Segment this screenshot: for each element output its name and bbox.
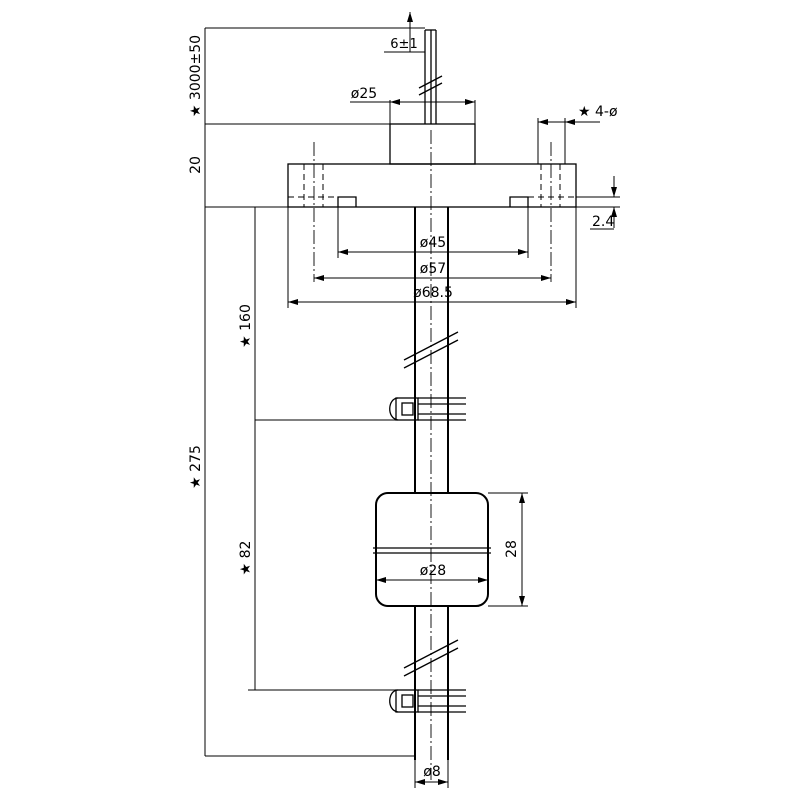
lead-wires — [418, 29, 443, 124]
dim-d685-label: ø68.5 — [413, 285, 453, 301]
dim-lead-length-label: ★ 3000±50 — [188, 35, 204, 117]
dim-lead-length: ★ 3000±50 — [188, 27, 425, 125]
dim-d82: ★ 82 — [238, 420, 396, 691]
dim-flange-thickness: 20 — [188, 124, 288, 208]
dim-float-dia: ø28 — [376, 563, 488, 583]
dim-recess-depth: 2.4 — [576, 176, 620, 230]
lower-stop-collar — [389, 689, 466, 713]
dim-d275: ★ 275 — [188, 207, 415, 757]
dim-recess-depth-label: 2.4 — [592, 214, 614, 230]
dim-d57: ø57 — [314, 261, 551, 281]
dim-boss-dia: ø25 — [350, 86, 476, 124]
dim-lead-dia-label: 6±1 — [390, 37, 417, 52]
dim-boss-dia-label: ø25 — [351, 86, 377, 102]
dim-d45-label: ø45 — [420, 235, 446, 251]
upper-stop-collar — [389, 397, 466, 421]
dim-holes-label: ★ 4-ø — [578, 104, 618, 120]
dim-d45: ø45 — [337, 207, 529, 258]
dim-d160: ★ 160 — [238, 207, 396, 421]
dim-d685: ø68.5 — [287, 207, 577, 308]
dim-lead-dia: 6±1 — [384, 12, 425, 53]
dim-d57-label: ø57 — [420, 261, 446, 277]
dim-float-height-label: 28 — [504, 540, 520, 558]
dim-flange-thickness-label: 20 — [188, 156, 204, 174]
flange — [287, 142, 577, 282]
dim-float-height: 28 — [488, 492, 528, 607]
float — [373, 492, 491, 607]
dim-float-dia-label: ø28 — [420, 563, 446, 579]
dim-d160-label: ★ 160 — [238, 304, 254, 348]
boss — [389, 123, 476, 165]
dim-holes: ★ 4-ø — [537, 104, 618, 164]
dim-d275-label: ★ 275 — [188, 445, 204, 489]
dim-stem-dia: ø8 — [414, 760, 449, 788]
dim-stem-dia-label: ø8 — [423, 764, 440, 780]
stem — [403, 207, 459, 760]
dim-d82-label: ★ 82 — [238, 541, 254, 576]
